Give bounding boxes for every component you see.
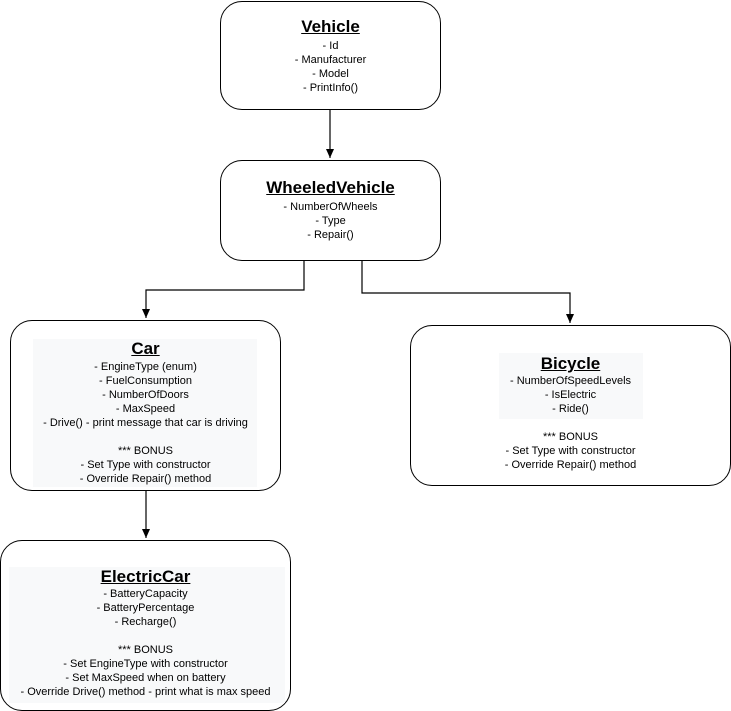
bonus-heading: *** BONUS — [117, 644, 174, 656]
vehicle-member-list: - Id - Manufacturer - Model - PrintInfo(… — [221, 39, 440, 95]
class-member: - Recharge() — [114, 616, 177, 628]
car-label-background — [33, 339, 257, 487]
bicycle-class-title: Bicycle — [540, 354, 601, 373]
electriccar-label-background — [9, 567, 285, 703]
class-member: - Id — [322, 40, 339, 52]
class-member: - MaxSpeed — [115, 403, 176, 415]
car-class-box[interactable]: Car - EngineType (enum) - FuelConsumptio… — [10, 320, 281, 491]
bicycle-class-box[interactable]: Bicycle - NumberOfSpeedLevels - IsElectr… — [410, 325, 731, 486]
bonus-item: - Override Repair() method — [504, 459, 637, 471]
bonus-item: - Set MaxSpeed when on battery — [65, 672, 226, 684]
class-member: - BatteryPercentage — [96, 602, 195, 614]
electriccar-class-box[interactable]: ElectricCar - BatteryCapacity - BatteryP… — [0, 540, 291, 711]
class-member: - Type — [315, 215, 346, 227]
class-member: - Model — [312, 68, 349, 80]
bonus-item: - Set EngineType with constructor — [63, 658, 228, 670]
wheeledvehicle-class-box[interactable]: WheeledVehicle - NumberOfWheels - Type -… — [220, 160, 441, 261]
bonus-item: - Set Type with constructor — [80, 459, 211, 471]
arrow-wheeled-to-car — [142, 260, 305, 318]
bicycle-member-list: - NumberOfSpeedLevels - IsElectric - Rid… — [411, 374, 730, 472]
class-member: - PrintInfo() — [302, 82, 358, 94]
bonus-heading: *** BONUS — [117, 445, 174, 457]
class-member: - EngineType (enum) — [94, 361, 197, 373]
electriccar-member-list: - BatteryCapacity - BatteryPercentage - … — [1, 587, 290, 699]
bonus-item: - Set Type with constructor — [505, 445, 636, 457]
bonus-heading: *** BONUS — [542, 431, 599, 443]
bonus-item: - Override Repair() method — [79, 473, 212, 485]
class-member: - NumberOfWheels — [283, 201, 378, 213]
arrow-wheeled-to-bicycle — [361, 260, 574, 323]
class-member: - IsElectric — [544, 389, 597, 401]
bicycle-label-background — [499, 353, 643, 419]
class-member: - Drive() - print message that car is dr… — [43, 417, 248, 429]
class-member: - Repair() — [307, 229, 354, 241]
bonus-item: - Override Drive() method - print what i… — [20, 686, 271, 698]
class-member: - BatteryCapacity — [103, 588, 188, 600]
car-member-list: - EngineType (enum) - FuelConsumption - … — [11, 360, 280, 486]
vehicle-class-box[interactable]: Vehicle - Id - Manufacturer - Model - Pr… — [220, 1, 441, 110]
class-member: - NumberOfDoors — [102, 389, 189, 401]
class-member: - NumberOfSpeedLevels — [509, 375, 632, 387]
car-class-title: Car — [131, 339, 160, 358]
class-member: - FuelConsumption — [99, 375, 192, 387]
wheeledvehicle-class-title: WheeledVehicle — [266, 178, 395, 197]
electriccar-class-title: ElectricCar — [100, 567, 191, 586]
vehicle-class-title: Vehicle — [301, 17, 360, 36]
wheeledvehicle-member-list: - NumberOfWheels - Type - Repair() — [221, 200, 440, 242]
class-member: - Manufacturer — [294, 54, 367, 66]
class-member: - Ride() — [552, 403, 589, 415]
